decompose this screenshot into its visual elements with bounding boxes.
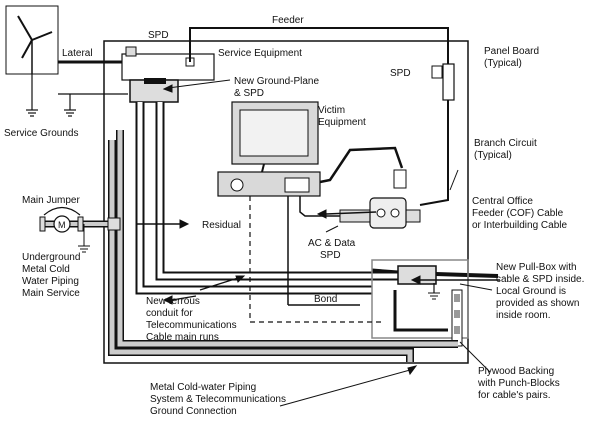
branch-circuit-label-1: Branch Circuit bbox=[474, 138, 537, 149]
pull-box-label-2: cable & SPD inside. bbox=[496, 274, 584, 285]
underground-label-2: Metal Cold bbox=[22, 264, 70, 275]
ferrous-label-1: New ferrous bbox=[146, 296, 200, 307]
coldwater-label-1: Metal Cold-water Piping bbox=[150, 382, 256, 393]
ferrous-label-4: Cable main runs bbox=[146, 332, 219, 343]
main-jumper bbox=[39, 206, 112, 253]
cable-ac bbox=[319, 146, 404, 184]
spd-block bbox=[144, 78, 166, 84]
cof-label-1: Central Office bbox=[472, 196, 533, 207]
branch-circuit-label-2: (Typical) bbox=[474, 150, 512, 161]
underground-label-4: Main Service bbox=[22, 288, 80, 299]
service-grounds-label: Service Grounds bbox=[4, 128, 78, 139]
branch-circuit bbox=[419, 100, 449, 206]
service-equipment-box bbox=[121, 53, 215, 81]
panel-board bbox=[442, 63, 455, 101]
service-equipment-label: Service Equipment bbox=[218, 48, 302, 59]
bond-label: Bond bbox=[314, 294, 337, 305]
ferrous-conduit bbox=[135, 102, 400, 295]
underground-label-1: Underground bbox=[22, 252, 80, 263]
main-jumper-clamp bbox=[107, 217, 121, 231]
wind-turbine-icon bbox=[5, 5, 59, 75]
pull-box-to-punch-block bbox=[393, 290, 448, 332]
pull-box-label-5: inside room. bbox=[496, 310, 550, 321]
residual-path bbox=[249, 196, 382, 323]
main-jumper-label: Main Jumper bbox=[22, 195, 80, 206]
pull-box-label-3: Local Ground is bbox=[496, 286, 566, 297]
feeder-label: Feeder bbox=[272, 15, 304, 26]
coldwater-label-2: System & Telecommunications bbox=[150, 394, 286, 405]
coldwater-label-3: Ground Connection bbox=[150, 406, 237, 417]
underground-label-3: Water Piping bbox=[22, 276, 79, 287]
cof-cable bbox=[435, 272, 499, 278]
pull-box-label-4: provided as shown bbox=[496, 298, 579, 309]
pull-box-cable-in bbox=[371, 268, 399, 274]
cold-water-pipe bbox=[108, 130, 458, 362]
ac-data-spd-label-2: SPD bbox=[320, 250, 341, 261]
cable-power bbox=[261, 163, 265, 173]
new-ground-plane-label-1: New Ground-Plane bbox=[234, 76, 319, 87]
panel-board-label-2: (Typical) bbox=[484, 58, 522, 69]
victim-equipment-computer bbox=[217, 101, 321, 197]
ac-data-spd bbox=[339, 169, 421, 229]
panel-board-label-1: Panel Board bbox=[484, 46, 539, 57]
ferrous-label-2: conduit for bbox=[146, 308, 193, 319]
service-ground-symbols bbox=[26, 74, 128, 117]
victim-label-1: Victim bbox=[318, 105, 345, 116]
ferrous-label-3: Telecommunications bbox=[146, 320, 237, 331]
plywood-label-1: Plywood Backing bbox=[478, 366, 554, 377]
meter-symbol-label: M bbox=[58, 220, 66, 230]
panel-spd bbox=[431, 65, 443, 79]
telecom-room bbox=[371, 259, 469, 339]
ac-data-spd-label-1: AC & Data bbox=[308, 238, 356, 249]
spd-top-label: SPD bbox=[148, 30, 169, 41]
spd-service-box bbox=[125, 46, 137, 57]
cof-label-2: Feeder (COF) Cable bbox=[472, 208, 564, 219]
victim-label-2: Equipment bbox=[318, 117, 366, 128]
cof-label-3: or Interbuilding Cable bbox=[472, 220, 567, 231]
spd-panel-label: SPD bbox=[390, 68, 411, 79]
lateral-label: Lateral bbox=[62, 48, 93, 59]
plywood-label-3: for cable's pairs. bbox=[478, 390, 551, 401]
plywood-label-2: with Punch-Blocks bbox=[477, 378, 560, 389]
pull-box-label-1: New Pull-Box with bbox=[496, 262, 577, 273]
building-outline bbox=[103, 40, 469, 364]
leader-lines bbox=[136, 79, 500, 407]
new-ground-plane-label-2: & SPD bbox=[234, 88, 264, 99]
feeder-line bbox=[189, 27, 449, 68]
residual-label: Residual bbox=[202, 220, 241, 231]
